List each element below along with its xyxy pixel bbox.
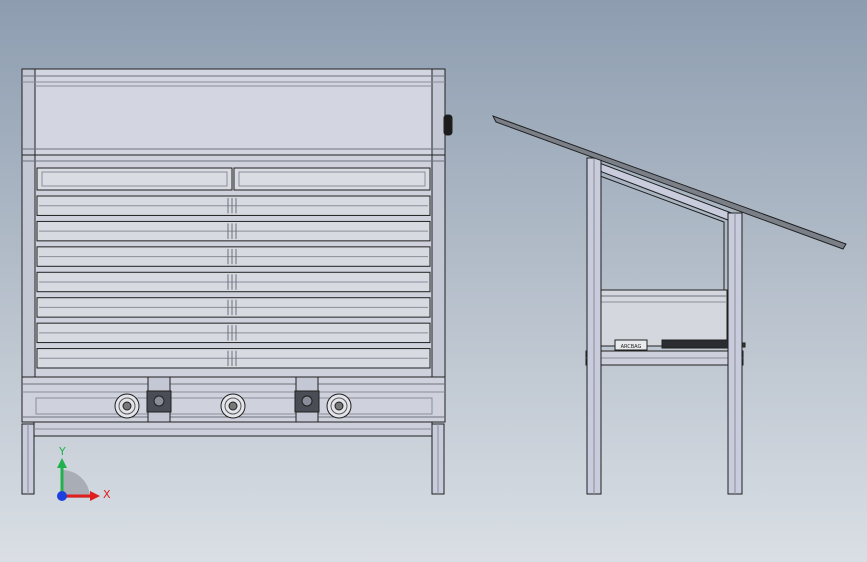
control-knob xyxy=(443,114,453,136)
nameplate xyxy=(614,339,648,351)
nameplate-text: ARCBAG xyxy=(621,344,642,350)
x-axis-label: X xyxy=(103,488,111,501)
triad-arc xyxy=(62,470,90,498)
caster-wheel xyxy=(326,393,352,419)
x-axis-arrow xyxy=(90,491,100,501)
caster-wheel xyxy=(220,393,246,419)
drive-unit xyxy=(661,339,729,349)
upper-hood xyxy=(21,68,446,156)
axis-triad: Y X xyxy=(57,445,111,501)
top-panel-left xyxy=(36,167,233,191)
y-axis-arrow xyxy=(57,458,67,468)
sloped-roof-panel xyxy=(491,115,847,250)
side-view: ARCBAG xyxy=(491,115,847,495)
y-axis-label: Y xyxy=(58,445,66,458)
caster-wheel xyxy=(114,393,140,419)
louver-slats xyxy=(36,195,431,369)
top-panel-right xyxy=(233,167,431,191)
z-axis-dot xyxy=(57,491,67,501)
front-view xyxy=(21,68,453,495)
side-cabinet xyxy=(600,289,728,347)
